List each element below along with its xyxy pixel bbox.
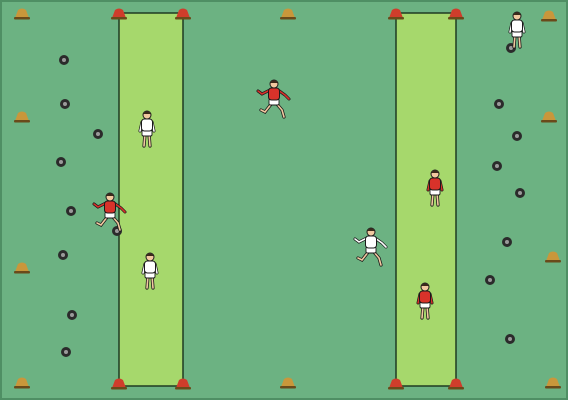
ball [61,347,71,357]
ball [505,334,515,344]
ball [502,237,512,247]
ball [67,310,77,320]
ball [485,275,495,285]
ball [515,188,525,198]
ball [58,250,68,260]
ball [66,206,76,216]
left-channel [119,13,183,386]
ball [492,161,502,171]
ball [93,129,103,139]
ball [512,131,522,141]
ball [494,99,504,109]
ball [56,157,66,167]
right-channel [396,13,456,386]
ball [59,55,69,65]
ball [60,99,70,109]
